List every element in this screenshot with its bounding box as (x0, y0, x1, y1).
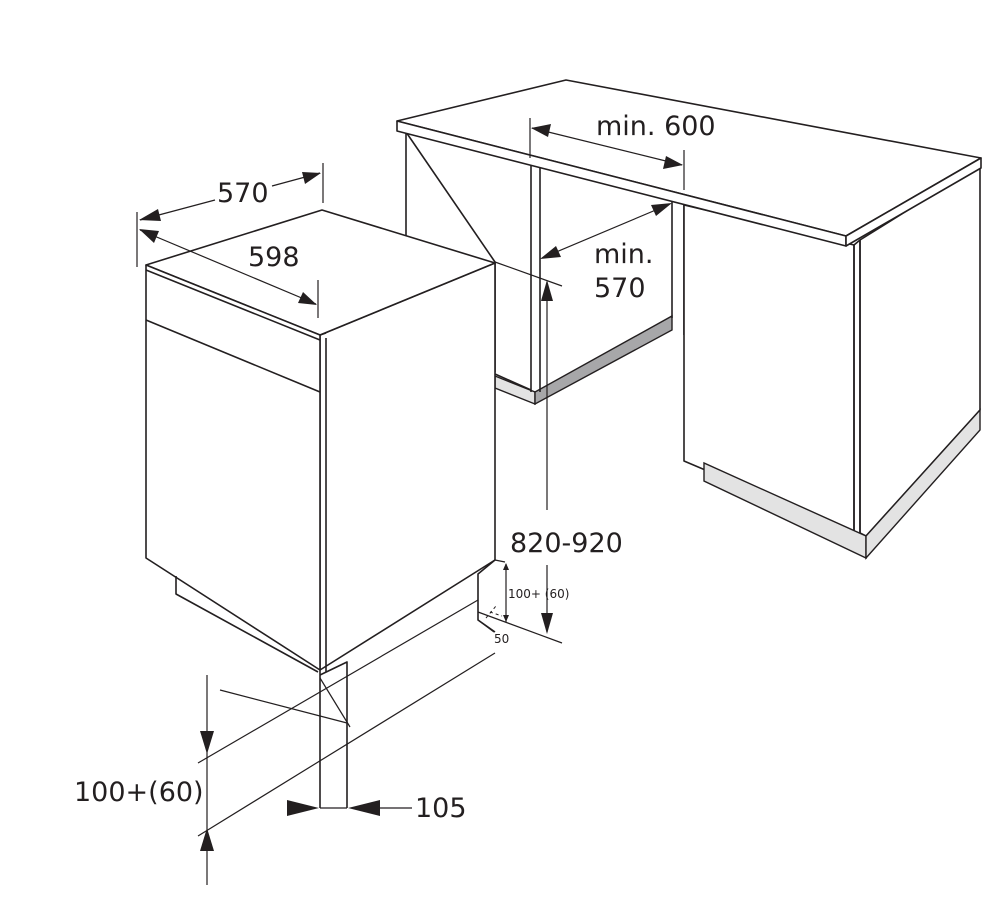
dim-niche-depth: min. 570 (540, 203, 672, 304)
dim-niche-height: 820-920 (477, 261, 623, 644)
countertop-side-edge (845, 157, 982, 247)
arrow-up-icon (503, 563, 509, 570)
dishwasher-plinth (175, 576, 319, 673)
arrow-right-icon (302, 172, 321, 184)
kitchen-counter (396, 79, 982, 560)
arrow-up-icon (541, 280, 553, 301)
left-plinth (494, 374, 536, 406)
arrow-down-icon (503, 615, 509, 622)
dim-appliance-depth: 570 (136, 163, 324, 267)
arrow-left-icon (139, 229, 159, 243)
arrow-right-icon (651, 203, 672, 216)
arrow-down-icon (200, 731, 214, 754)
label-min-600: min. 600 (596, 111, 716, 142)
arrow-left-icon (531, 124, 551, 137)
label-100-60-small: 100+ (60) (508, 587, 569, 601)
dim-door-offset: 105 (287, 793, 467, 824)
arrow-right-icon (298, 292, 317, 305)
arrow-down-icon (541, 613, 553, 634)
label-570-depth: 570 (594, 273, 646, 304)
dim-plinth-height: 100+(60) (74, 599, 496, 885)
niche-plinth-dark (534, 314, 673, 406)
dim-niche-width: min. 600 (529, 111, 716, 190)
detail-plinth-small: 100+ (60) 50 (477, 559, 569, 646)
label-100-60: 100+(60) (74, 777, 204, 808)
arrow-left-icon (348, 800, 380, 816)
label-50: 50 (494, 632, 509, 646)
arrow-left-icon (139, 209, 161, 221)
dim-appliance-width: 598 (139, 229, 319, 318)
arrow-left-icon (540, 246, 561, 259)
label-820-920: 820-920 (510, 528, 623, 559)
control-panel-divider (145, 319, 321, 393)
label-min: min. (594, 239, 654, 270)
label-570: 570 (217, 178, 269, 209)
arrow-up-icon (200, 828, 214, 851)
dishwasher-front (145, 264, 321, 671)
label-598: 598 (248, 242, 300, 273)
dishwasher (145, 209, 496, 808)
right-plinth-side (865, 408, 981, 560)
arrow-right-icon (663, 156, 683, 169)
arrow-right-icon (287, 800, 319, 816)
label-105: 105 (415, 793, 467, 824)
